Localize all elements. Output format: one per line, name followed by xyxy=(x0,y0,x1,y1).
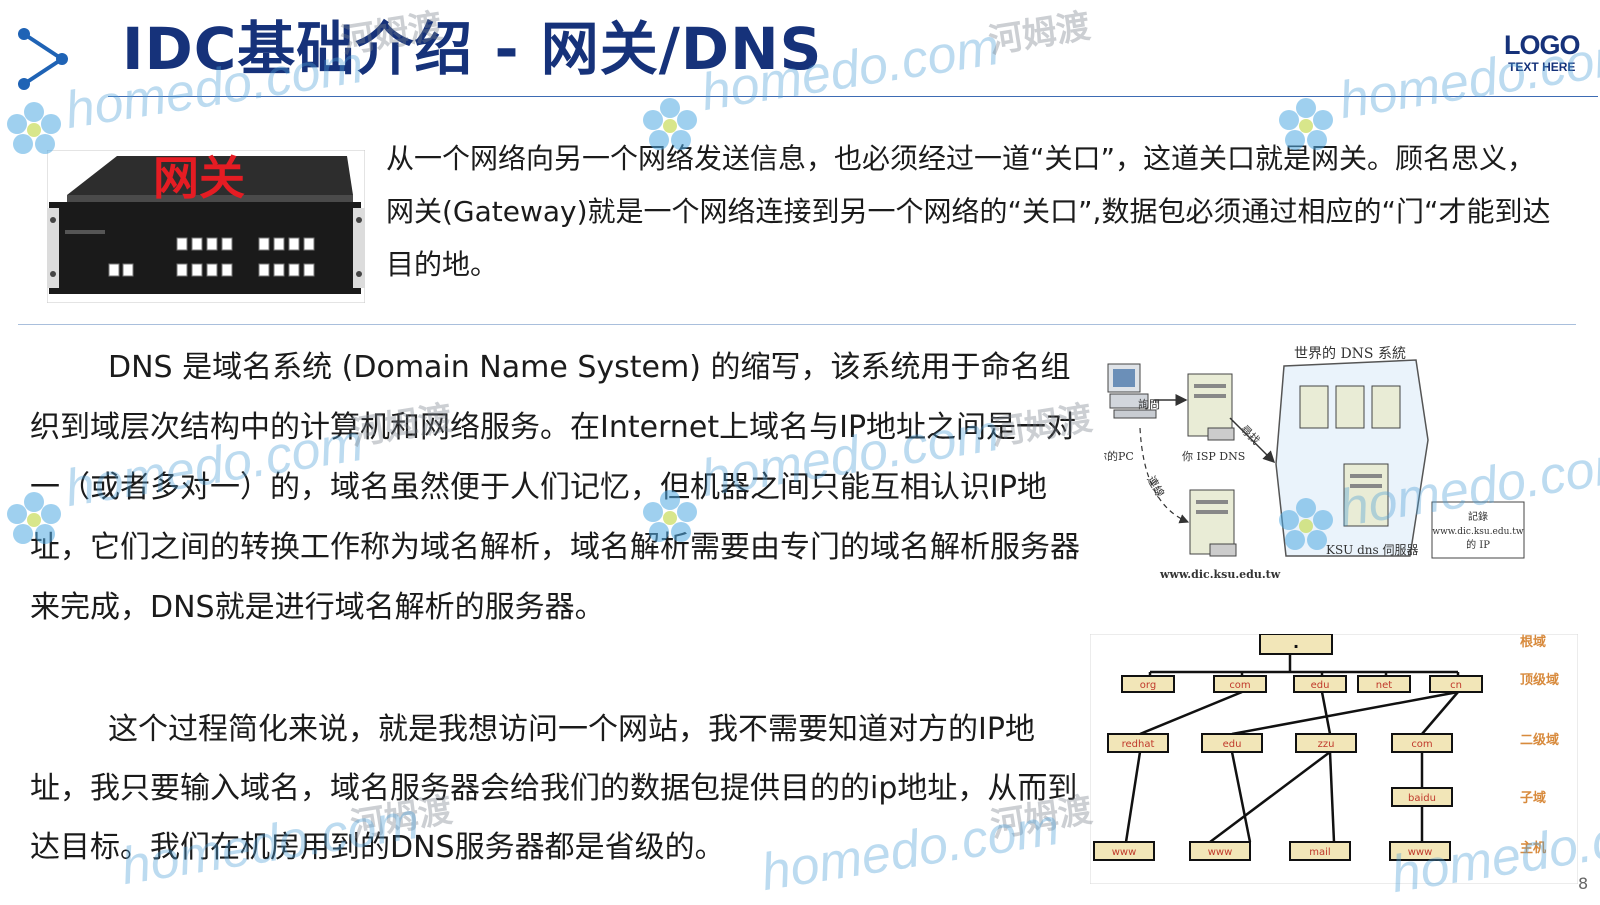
record-line1: 記錄 xyxy=(1468,510,1488,523)
tree-node-host: www xyxy=(1389,841,1451,861)
tree-node-tld: org xyxy=(1121,675,1175,693)
tree-node-sub: baidu xyxy=(1391,787,1453,807)
tree-level-label: 二级域 xyxy=(1520,732,1559,748)
tree-level-label: 根域 xyxy=(1520,634,1546,650)
tree-node-tld: cn xyxy=(1429,675,1483,693)
tree-node-second: zzu xyxy=(1295,733,1357,753)
tree-edges xyxy=(1124,652,1460,843)
dns-lookup-svg: 世界的 DNS 系統 你的PC 你 ISP DNS 詢問 連線 尋找 KSU d… xyxy=(1096,346,1525,581)
network-share-icon xyxy=(18,28,68,90)
domain-tree-diagram: . org com edu net cn redhat edu zzu com baidu www ww… xyxy=(1089,633,1579,885)
tree-node-host-label: mail xyxy=(1309,847,1330,858)
page-number: 8 xyxy=(1578,874,1589,893)
tree-node-root: . xyxy=(1259,633,1333,655)
logo: LOGO TEXT HERE xyxy=(1504,30,1580,74)
tree-node-second-label: zzu xyxy=(1318,739,1335,750)
query-label: 詢問 xyxy=(1138,397,1160,411)
tree-node-tld-label: com xyxy=(1229,680,1250,691)
tree-level-label: 顶级域 xyxy=(1520,672,1559,688)
tree-node-second-label: edu xyxy=(1223,739,1242,750)
tree-node-tld-label: org xyxy=(1140,680,1156,691)
tree-nodes: . org com edu net cn redhat edu zzu com baidu www ww… xyxy=(1093,633,1483,861)
tree-node-host-label: www xyxy=(1208,847,1233,858)
tree-node-second: edu xyxy=(1201,733,1263,753)
tree-level-label: 主机 xyxy=(1520,840,1546,856)
tree-node-host-label: www xyxy=(1112,847,1137,858)
tree-node-root-label: . xyxy=(1293,634,1299,652)
gateway-paragraph: 从一个网络向另一个网络发送信息，也必须经过一道“关口”，这道关口就是网关。顾名思… xyxy=(386,142,1551,281)
title-rule xyxy=(108,96,1598,97)
record-line2: www.dic.ksu.edu.tw xyxy=(1432,527,1524,537)
watermark-cn: 河姆渡 xyxy=(986,6,1094,62)
pc-label: 你的PC xyxy=(1104,449,1134,463)
record-box xyxy=(1431,501,1525,559)
tree-node-tld: com xyxy=(1213,675,1267,693)
tree-node-host: mail xyxy=(1289,841,1351,861)
logo-line1: LOGO xyxy=(1504,30,1580,60)
ksu-label: KSU dns 伺服器 xyxy=(1326,543,1419,557)
tree-node-sub-label: baidu xyxy=(1408,793,1436,804)
tree-node-tld: net xyxy=(1357,675,1411,693)
tree-node-second-label: com xyxy=(1411,739,1432,750)
domain-tree-svg: . org com edu net cn redhat edu zzu com baidu www ww… xyxy=(1089,633,1579,885)
tree-node-tld-label: edu xyxy=(1311,680,1330,691)
section-divider xyxy=(18,324,1576,325)
logo-line2: TEXT HERE xyxy=(1508,60,1576,74)
connect-label: 連線 xyxy=(1144,473,1167,499)
world-dns-label: 世界的 DNS 系統 xyxy=(1294,346,1406,362)
web-label: www.dic.ksu.edu.tw xyxy=(1159,568,1281,581)
isp-label: 你 ISP DNS xyxy=(1182,450,1245,463)
process-paragraph: 这个过程简化来说，就是我想访问一个网站，我不需要知道对方的IP地址，我只要输入域… xyxy=(30,712,1078,865)
gateway-device-image: 网关 xyxy=(46,149,366,304)
tree-node-host: www xyxy=(1189,841,1251,861)
gateway-label: 网关 xyxy=(153,151,245,205)
tree-node-second: redhat xyxy=(1107,733,1169,753)
world-server-icons xyxy=(1299,385,1401,429)
record-line3: 的 IP xyxy=(1466,538,1490,551)
isp-server-icon xyxy=(1187,373,1235,441)
tree-node-second-label: redhat xyxy=(1122,739,1155,750)
find-label: 尋找 xyxy=(1238,422,1263,447)
web-server-icon xyxy=(1189,489,1237,557)
dns-paragraph: DNS 是域名系统 (Domain Name System) 的缩写，该系统用于… xyxy=(30,350,1080,625)
tree-node-second: com xyxy=(1391,733,1453,753)
tree-level-label: 子域 xyxy=(1520,790,1546,806)
dns-lookup-diagram: 世界的 DNS 系統 你的PC 你 ISP DNS 詢問 連線 尋找 KSU d… xyxy=(1096,344,1582,600)
tree-node-tld-label: cn xyxy=(1450,680,1462,691)
tree-node-host: www xyxy=(1093,841,1155,861)
tree-node-host-label: www xyxy=(1408,847,1433,858)
pc-icon xyxy=(1107,363,1157,419)
tree-node-tld: edu xyxy=(1293,675,1347,693)
tree-node-tld-label: net xyxy=(1376,680,1392,691)
ksu-server-icon xyxy=(1343,463,1389,527)
page-title: IDC基础介绍 - 网关/DNS xyxy=(122,15,823,83)
